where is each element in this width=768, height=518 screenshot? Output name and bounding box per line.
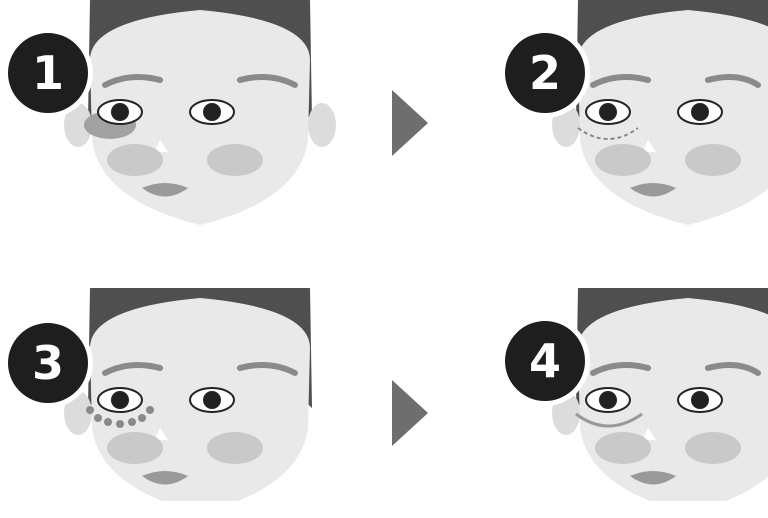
step-panel-3: 3 xyxy=(50,288,350,518)
step-number-badge: 3 xyxy=(3,318,93,408)
step-panel-2: 2 xyxy=(538,0,768,230)
step-panel-1: 1 xyxy=(50,0,350,230)
face-illustration-2 xyxy=(538,0,768,230)
step-number-badge: 1 xyxy=(3,28,93,118)
face-illustration-3 xyxy=(50,288,350,501)
step-number-badge: 2 xyxy=(500,28,590,118)
next-step-arrow xyxy=(392,380,428,446)
step-number-badge: 4 xyxy=(500,316,590,406)
face-illustration-1 xyxy=(50,0,350,230)
step-panel-4: 4 xyxy=(538,288,768,518)
next-step-arrow xyxy=(392,90,428,156)
